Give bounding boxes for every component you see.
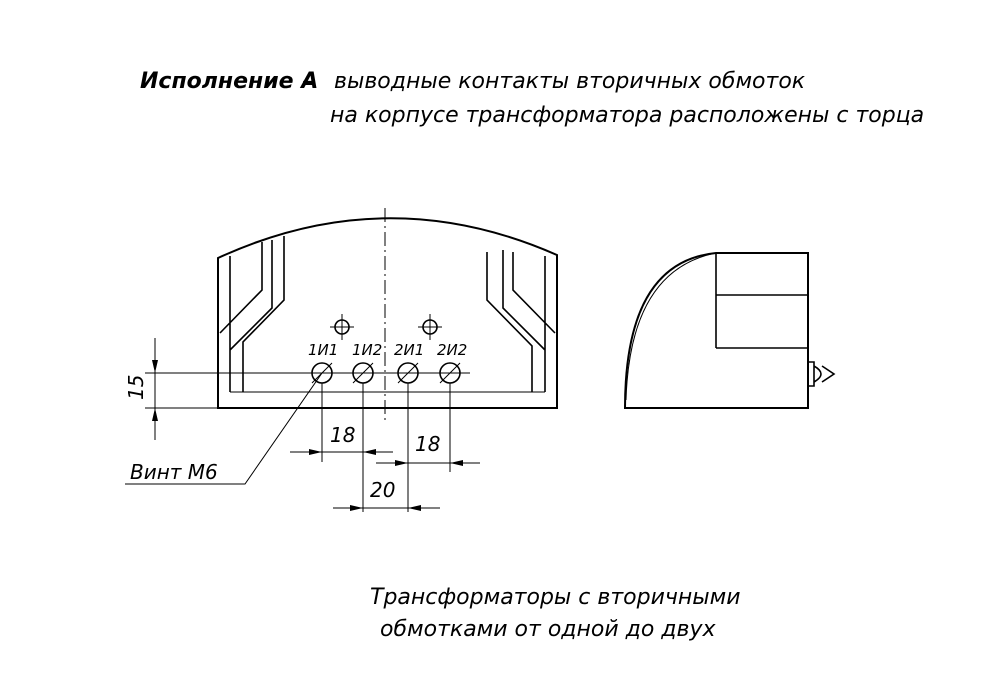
- left-slot: [219, 236, 285, 392]
- front-view: 1И1 1И2 2И1 2И2: [217, 208, 558, 420]
- header-title-bold: Исполнение А: [140, 69, 318, 94]
- header-title-line1: выводные контакты вторичных обмоток: [334, 69, 806, 94]
- dimension-spacing-middle-value: 20: [370, 478, 395, 502]
- side-terminal-bolt: [808, 361, 836, 387]
- terminal-label-1: 1И1: [308, 341, 338, 359]
- footer-caption-line1: Трансформаторы с вторичными: [370, 585, 741, 610]
- dimension-spacing-middle: 20: [333, 478, 440, 511]
- dimension-height-value: 15: [124, 375, 148, 400]
- dimension-spacing-left: 18: [290, 383, 393, 512]
- footer-caption-line2: обмотками от одной до двух: [380, 617, 716, 642]
- side-view: [623, 252, 836, 409]
- terminal-label-3: 2И1: [394, 341, 424, 359]
- dimension-spacing-right-value: 18: [415, 432, 440, 456]
- front-view-outline: [217, 217, 558, 409]
- header-title-line2: на корпусе трансформатора расположены с …: [330, 103, 924, 128]
- terminal-label-4: 2И2: [437, 341, 467, 359]
- dimension-height: 15: [124, 338, 312, 440]
- leader-screw: Винт М6: [125, 372, 323, 485]
- right-slot: [486, 250, 556, 392]
- header-dash: –: [302, 69, 313, 94]
- dimension-spacing-right: 18: [376, 383, 480, 512]
- leader-screw-label: Винт М6: [130, 460, 218, 484]
- dimension-spacing-left-value: 18: [330, 423, 355, 447]
- terminal-label-2: 1И2: [352, 341, 382, 359]
